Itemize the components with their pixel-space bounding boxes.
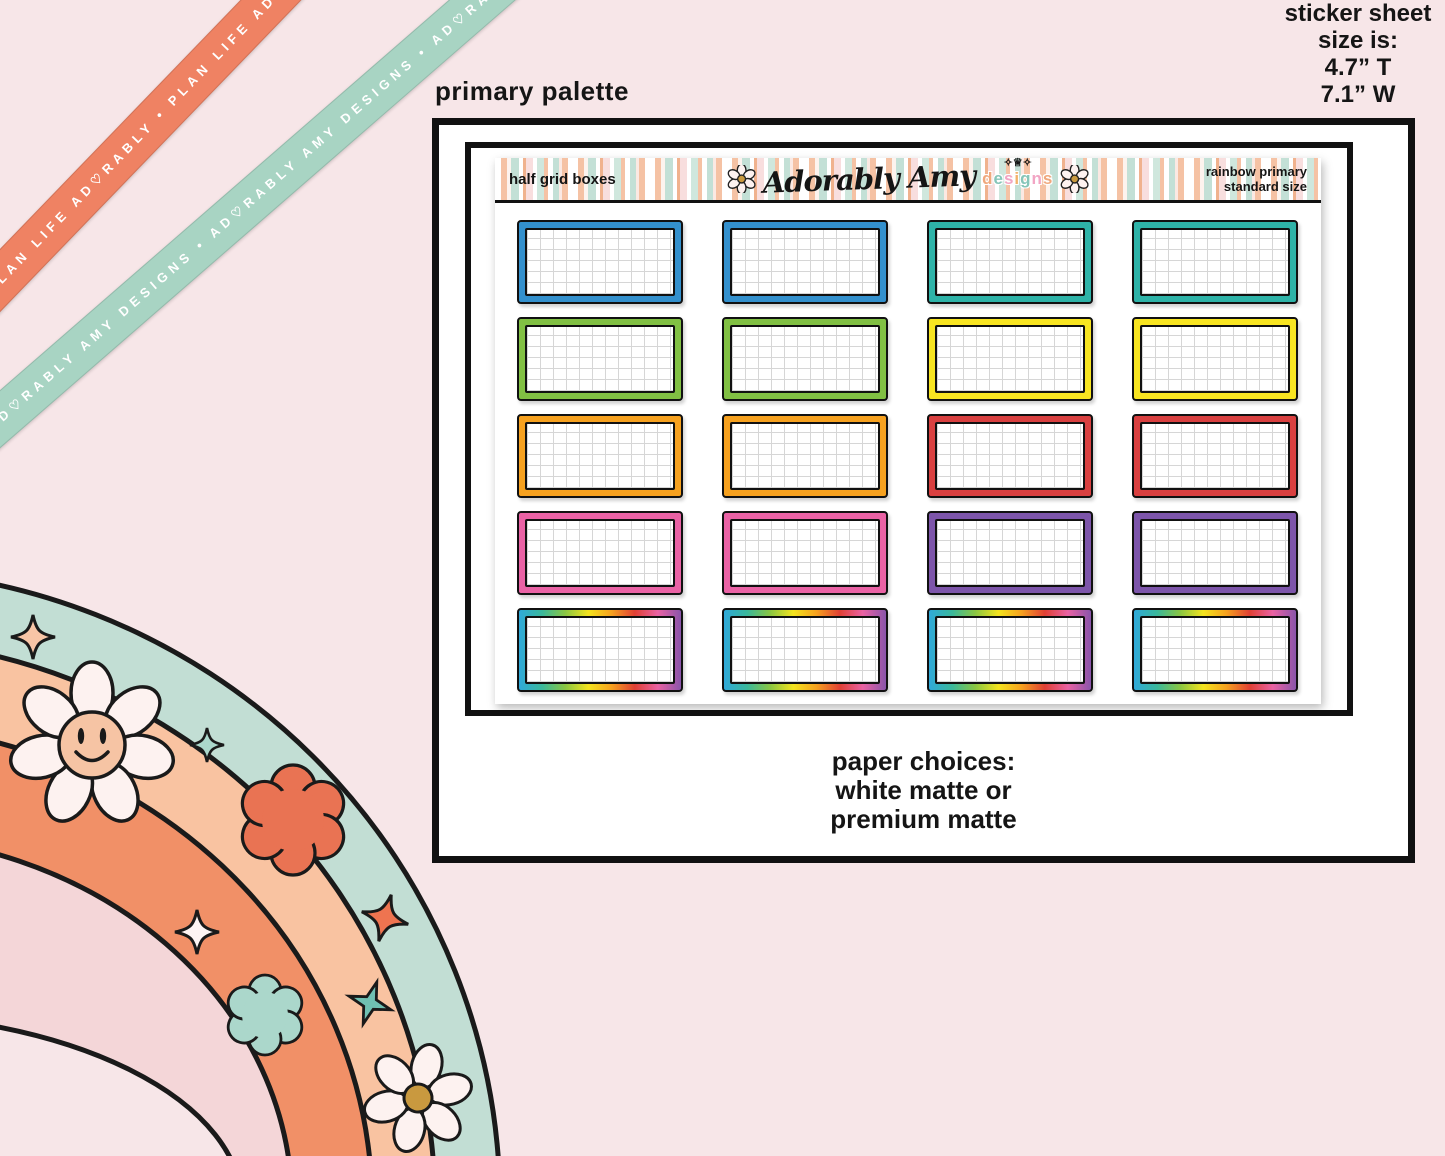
daisy-icon	[727, 165, 756, 193]
sheet-header: half grid boxes Adorably Am	[495, 157, 1321, 203]
paper-note-line: premium matte	[830, 804, 1017, 834]
grid-paper	[1140, 616, 1290, 684]
mint-sparkle-icon	[189, 727, 225, 763]
grid-paper	[730, 325, 880, 393]
half-box-sticker-purple	[927, 511, 1093, 595]
brand-designs-letter: e	[993, 169, 1004, 188]
sticker-grid	[517, 220, 1298, 692]
sticker-sheet-size-note: sticker sheet size is: 4.7” T 7.1” W	[1268, 0, 1445, 108]
coral-flower	[240, 763, 346, 877]
half-box-sticker-pink	[517, 511, 683, 595]
crown-icon: ✧♕✧	[1003, 157, 1032, 169]
variant-line2: standard size	[1223, 179, 1307, 194]
brand-designs-letter: s	[1042, 169, 1054, 188]
product-inner-frame: half grid boxes Adorably Am	[465, 142, 1353, 716]
half-box-sticker-red	[1132, 414, 1298, 498]
grid-paper	[525, 519, 675, 587]
smiley-eye	[99, 728, 107, 744]
half-box-sticker-rainbow	[1132, 608, 1298, 692]
grid-paper	[525, 616, 675, 684]
smiley-face	[57, 710, 127, 780]
coral-sparkle-icon	[361, 894, 409, 942]
half-box-sticker-rainbow	[927, 608, 1093, 692]
grid-paper	[935, 422, 1085, 490]
grid-paper	[730, 422, 880, 490]
daisy-icon	[1060, 165, 1089, 193]
grid-paper	[730, 616, 880, 684]
half-box-sticker-green	[517, 317, 683, 401]
size-note-line: size is:	[1317, 27, 1399, 54]
teal-star-icon	[344, 977, 396, 1029]
grid-paper	[525, 325, 675, 393]
brand-designs-letter: i	[1014, 169, 1021, 188]
grid-paper	[1140, 228, 1290, 296]
grid-paper	[1140, 519, 1290, 587]
half-box-sticker-teal	[927, 220, 1093, 304]
half-box-sticker-red	[927, 414, 1093, 498]
grid-paper	[525, 422, 675, 490]
paper-note-line: white matte or	[835, 775, 1012, 805]
brand-designs-letter: g	[1020, 169, 1032, 188]
half-box-sticker-blue	[722, 220, 888, 304]
brand-designs-letter: d	[982, 169, 994, 188]
grid-paper	[730, 519, 880, 587]
arc-inner-cutout	[0, 1024, 232, 1156]
product-outer-frame: half grid boxes Adorably Am	[432, 118, 1415, 863]
ribbon-plan-life-adorably: PLAN LIFE AD♡RABLY • PLAN LIFE AD♡RABLY	[0, 0, 379, 338]
grid-paper	[525, 228, 675, 296]
half-box-sticker-green	[722, 317, 888, 401]
size-note-line: sticker sheet	[1284, 0, 1432, 27]
sticker-sheet-mockup: half grid boxes Adorably Am	[495, 157, 1321, 704]
grid-paper	[935, 228, 1085, 296]
grid-paper	[935, 519, 1085, 587]
half-box-sticker-pink	[722, 511, 888, 595]
variant-line1: rainbow primary	[1205, 164, 1307, 179]
sheet-variant-label: rainbow primary standard size	[908, 164, 1307, 194]
smiley-daisy-flower	[9, 660, 175, 823]
half-box-sticker-yellow	[927, 317, 1093, 401]
half-box-sticker-yellow	[1132, 317, 1298, 401]
brand-script-text: Adorably Amy	[762, 158, 976, 200]
smiley-mouth	[74, 750, 110, 763]
rainbow-arc-decoration	[0, 582, 501, 1156]
brand-designs-letter: s	[1003, 169, 1015, 188]
brand-designs-letter: n	[1031, 169, 1043, 188]
size-note-line: 4.7” T	[1324, 54, 1392, 81]
paper-choices-note: paper choices: white matte or premium ma…	[439, 747, 1408, 834]
grid-paper	[730, 228, 880, 296]
brand-logo: Adorably Amy designs✧♕✧	[727, 157, 1089, 200]
half-box-sticker-rainbow	[517, 608, 683, 692]
grid-paper	[1140, 422, 1290, 490]
grid-paper	[935, 616, 1085, 684]
gold-daisy-flower	[363, 1043, 473, 1153]
half-box-sticker-purple	[1132, 511, 1298, 595]
grid-paper	[1140, 325, 1290, 393]
mint-flower	[226, 973, 304, 1057]
brand-designs: designs✧♕✧	[982, 157, 1054, 189]
white-sparkle-icon	[174, 909, 220, 955]
palette-title: primary palette	[435, 76, 629, 106]
smiley-eye	[77, 728, 85, 744]
half-box-sticker-rainbow	[722, 608, 888, 692]
size-note-line: 7.1” W	[1320, 81, 1396, 108]
half-box-sticker-teal	[1132, 220, 1298, 304]
half-box-sticker-orange	[517, 414, 683, 498]
grid-paper	[935, 325, 1085, 393]
half-box-sticker-orange	[722, 414, 888, 498]
peach-sparkle-icon	[10, 614, 56, 660]
sheet-name-label: half grid boxes	[509, 170, 616, 188]
paper-note-line: paper choices:	[831, 746, 1016, 776]
half-box-sticker-blue	[517, 220, 683, 304]
